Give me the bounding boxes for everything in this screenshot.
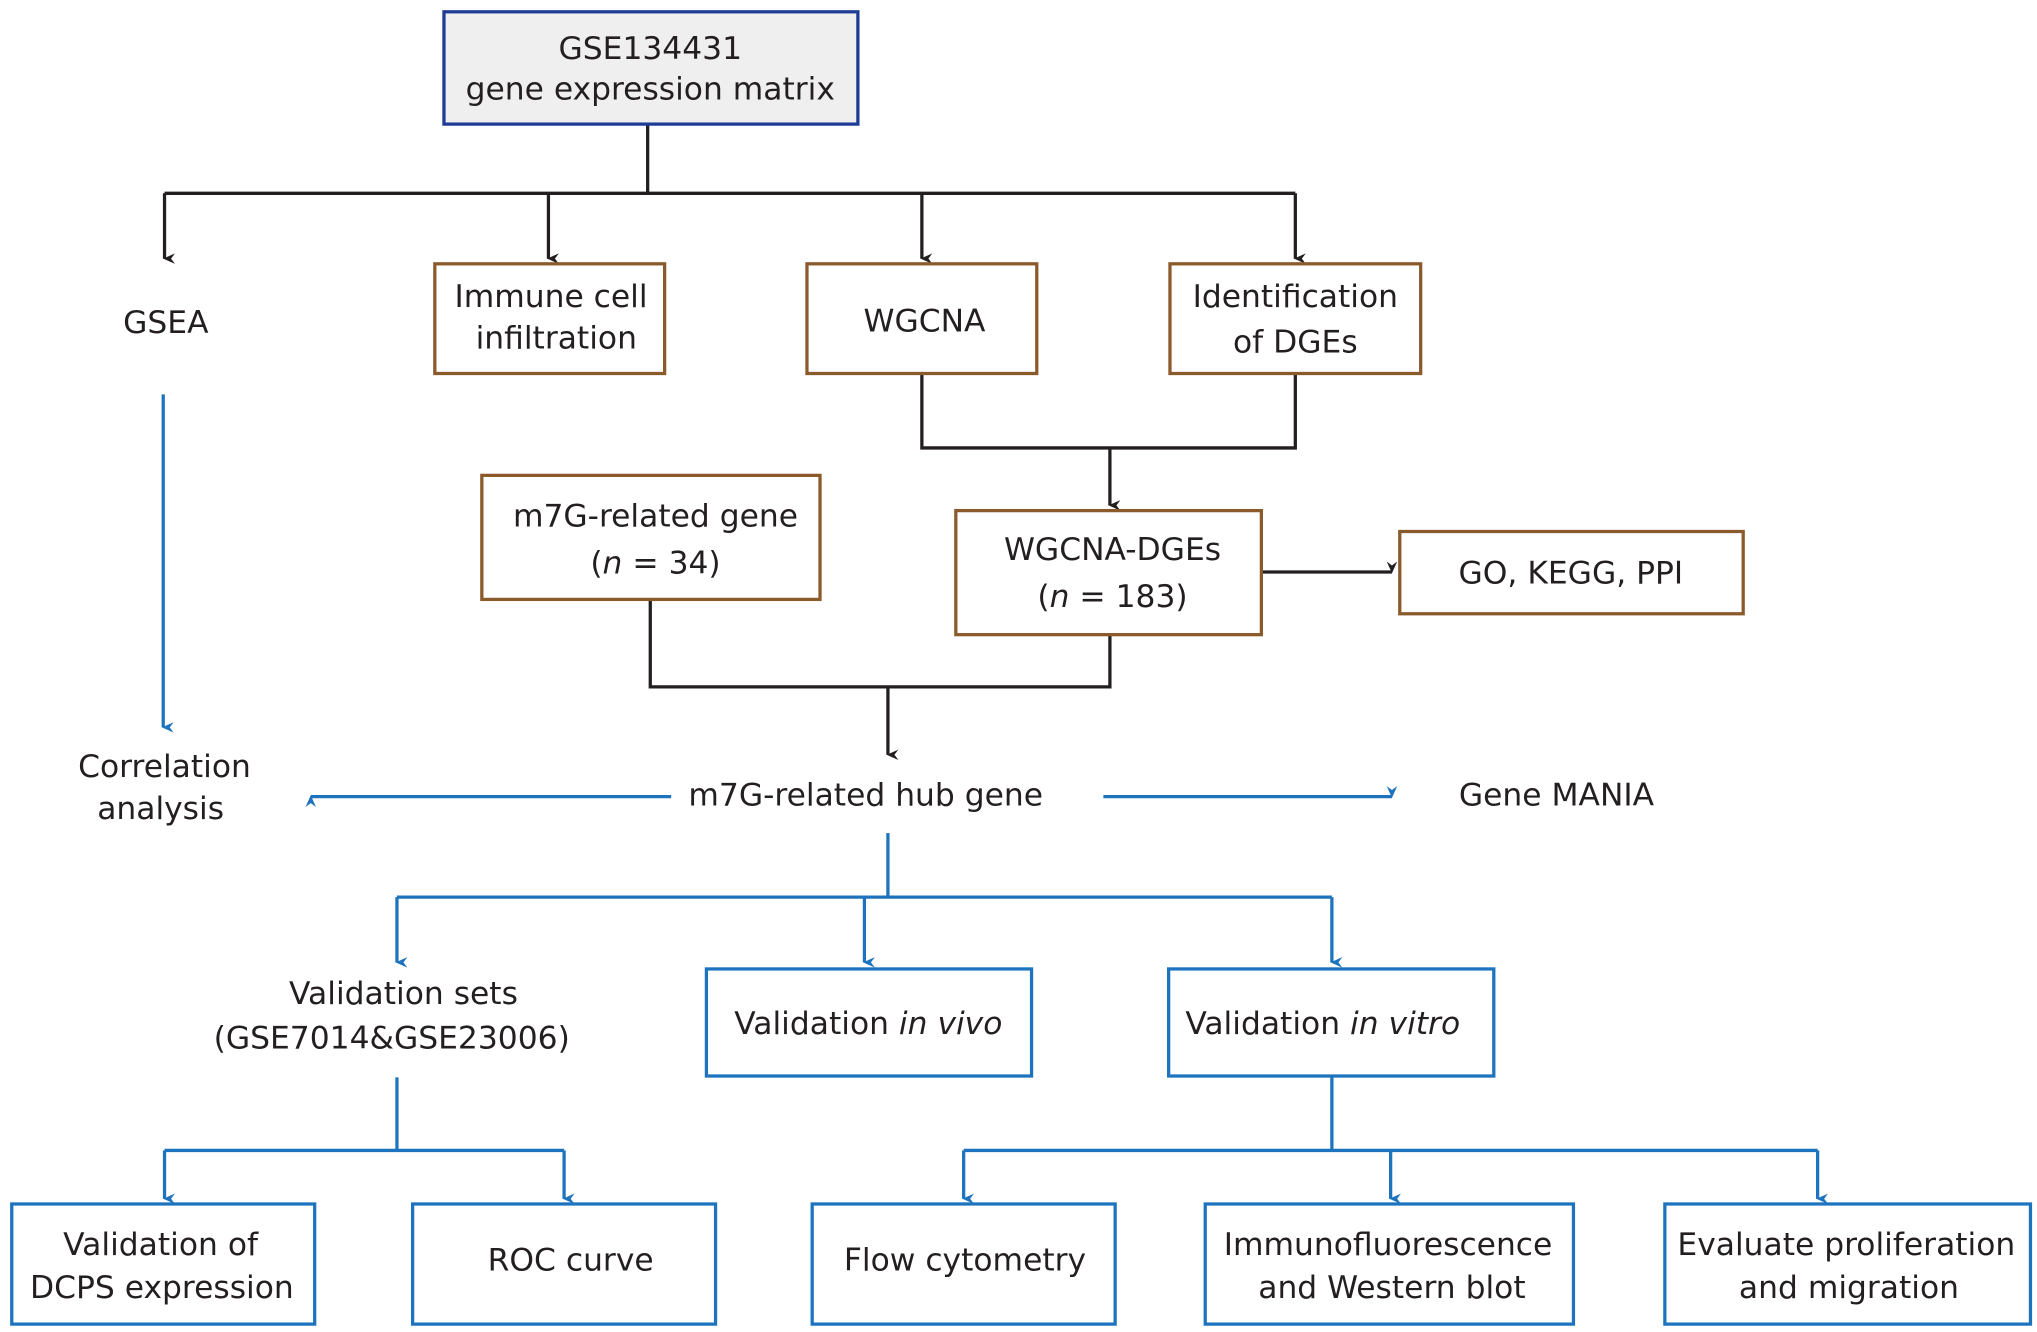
in-vivo-node: Validation in vivo bbox=[704, 967, 1034, 1078]
m7g-gene-line2: (n = 34) bbox=[590, 545, 720, 581]
if-wb-line2: and Western blot bbox=[1258, 1270, 1525, 1306]
wgcna-dges-line1: WGCNA-DGEs bbox=[1004, 532, 1221, 568]
prolif-line2: and migration bbox=[1739, 1270, 1959, 1306]
genemania-label: Gene MANIA bbox=[1459, 778, 1655, 814]
roc-node: ROC curve bbox=[410, 1202, 718, 1326]
flow-label: Flow cytometry bbox=[844, 1243, 1086, 1279]
dges-line2: of DGEs bbox=[1233, 325, 1358, 361]
in-vitro-node: Validation in vitro bbox=[1167, 967, 1496, 1078]
validation-sets-line1: Validation sets bbox=[289, 976, 518, 1012]
if-wb-line1: Immunofluorescence bbox=[1224, 1227, 1553, 1263]
root-line2: gene expression matrix bbox=[466, 71, 835, 107]
dges-node: Identification of DGEs bbox=[1168, 262, 1423, 376]
m7g-gene-line1: m7G-related gene bbox=[513, 498, 798, 534]
blue-connectors bbox=[161, 394, 1829, 1204]
in-vitro-label: Validation in vitro bbox=[1185, 1006, 1460, 1042]
correlation-line2: analysis bbox=[97, 791, 224, 827]
immune-node: Immune cell infiltration bbox=[433, 262, 667, 376]
immune-line2: infiltration bbox=[476, 321, 637, 357]
wgcna-node: WGCNA bbox=[805, 262, 1039, 376]
in-vivo-label: Validation in vivo bbox=[734, 1006, 1002, 1042]
go-kegg-label: GO, KEGG, PPI bbox=[1458, 556, 1683, 592]
arrow-to-hub bbox=[648, 599, 1112, 754]
dcps-node: Validation of DCPS expression bbox=[10, 1202, 317, 1326]
root-line1: GSE134431 bbox=[558, 31, 742, 67]
wgcna-label: WGCNA bbox=[863, 304, 986, 340]
hub-gene-label: m7G-related hub gene bbox=[688, 778, 1043, 814]
flow-node: Flow cytometry bbox=[810, 1202, 1117, 1326]
wgcna-dges-node: WGCNA-DGEs (n = 183) bbox=[954, 508, 1264, 637]
if-wb-node: Immunofluorescence and Western blot bbox=[1203, 1202, 1576, 1326]
dark-connectors bbox=[162, 125, 1398, 754]
dges-line1: Identification bbox=[1193, 279, 1398, 315]
gsea-label: GSEA bbox=[123, 305, 209, 341]
arrow-to-wgcna-dges bbox=[920, 373, 1297, 506]
validation-sets-line2: (GSE7014&GSE23006) bbox=[214, 1021, 570, 1057]
dcps-line2: DCPS expression bbox=[30, 1270, 294, 1306]
roc-label: ROC curve bbox=[488, 1243, 654, 1279]
go-kegg-node: GO, KEGG, PPI bbox=[1398, 529, 1745, 616]
dcps-line1: Validation of bbox=[63, 1227, 259, 1263]
immune-line1: Immune cell bbox=[454, 279, 647, 315]
m7g-gene-node: m7G-related gene (n = 34) bbox=[480, 473, 822, 602]
prolif-line1: Evaluate proliferation bbox=[1677, 1227, 2015, 1263]
wgcna-dges-line2: (n = 183) bbox=[1037, 579, 1187, 615]
correlation-line1: Correlation bbox=[78, 749, 251, 785]
prolif-node: Evaluate proliferation and migration bbox=[1663, 1202, 2033, 1326]
root-node: GSE134431 gene expression matrix bbox=[442, 10, 860, 126]
